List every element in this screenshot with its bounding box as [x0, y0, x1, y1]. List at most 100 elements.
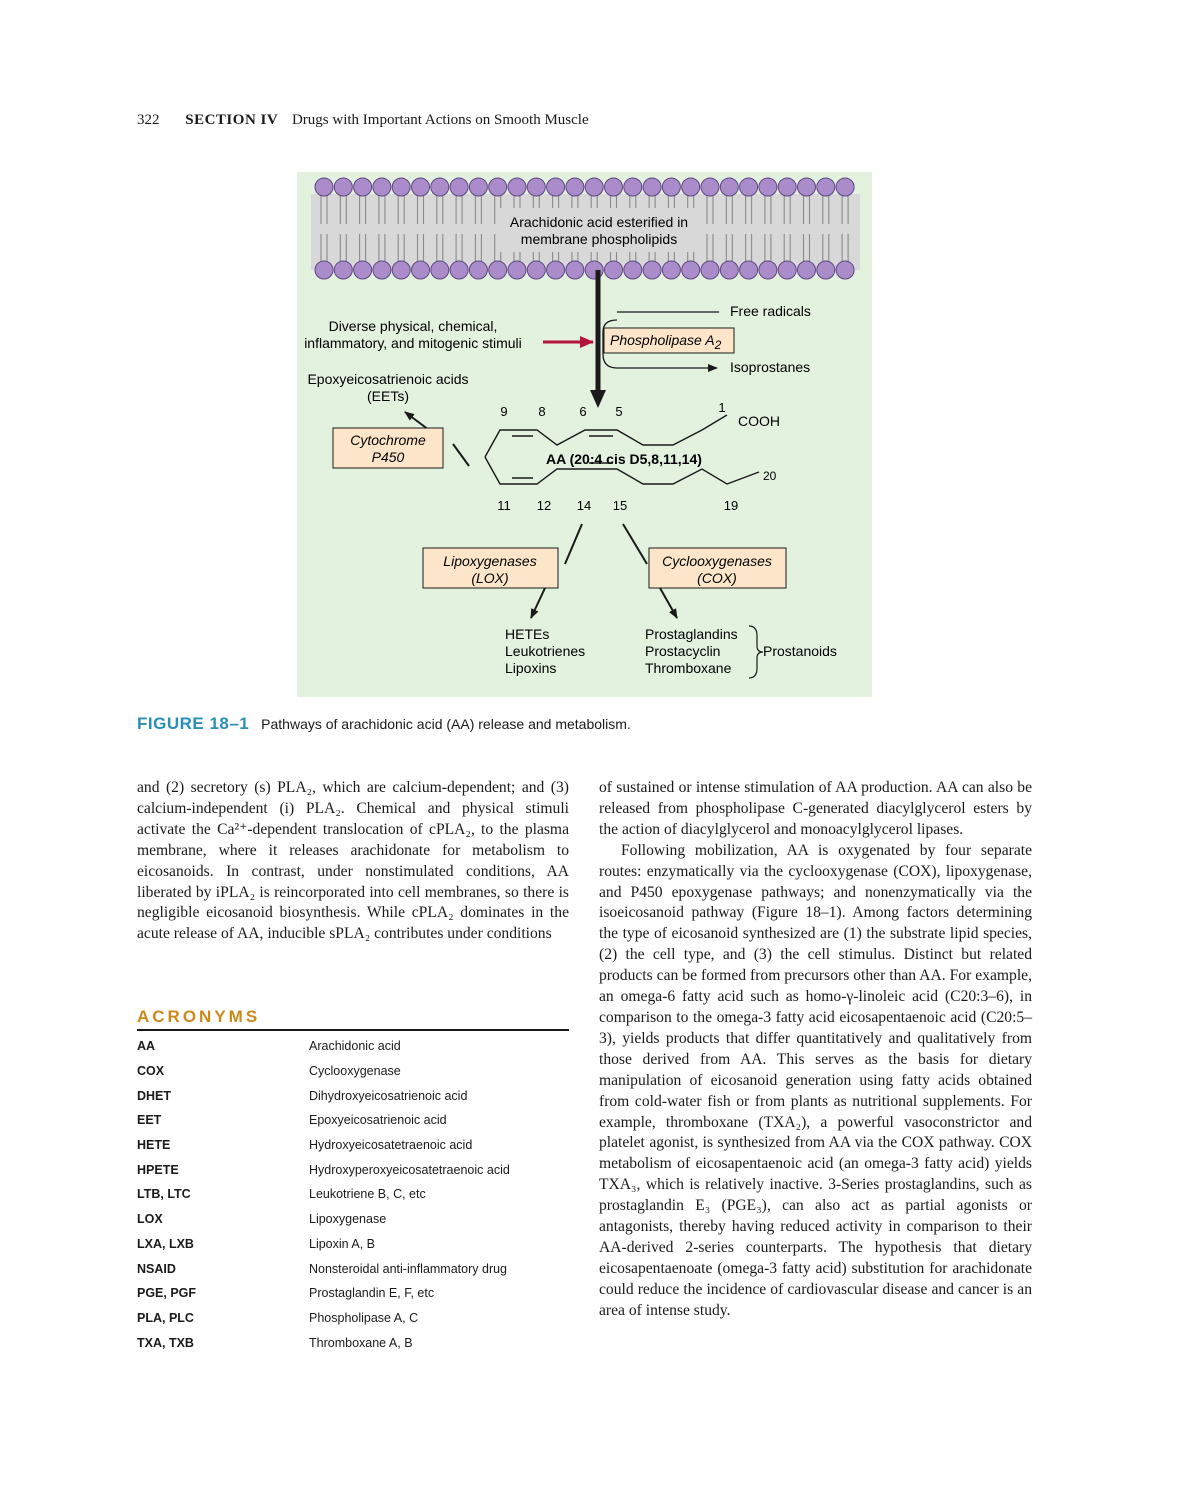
phospholipid-head	[758, 177, 778, 197]
phospholipid-head	[468, 177, 488, 197]
eets-label-2: (EETs)	[367, 388, 409, 404]
carbon-5: 5	[615, 404, 622, 419]
phospholipid-head	[739, 177, 759, 197]
phospholipid-head	[739, 260, 759, 280]
carbon-1: 1	[718, 400, 725, 415]
phospholipid-head	[623, 177, 643, 197]
phospholipid-head	[835, 260, 855, 280]
arachidonic-acid-structure	[484, 414, 760, 485]
acronym-abbr: COX	[137, 1064, 165, 1079]
figure-caption-text: Pathways of arachidonic acid (AA) releas…	[261, 716, 631, 732]
phospholipid-head	[642, 177, 662, 197]
carbon-12: 12	[537, 498, 551, 513]
acronym-definition: Lipoxin A, B	[309, 1236, 376, 1251]
carbon-15: 15	[613, 498, 627, 513]
prostacyclin-label: Prostacyclin	[645, 643, 720, 659]
acronym-definition: Arachidonic acid	[309, 1039, 401, 1054]
running-header: 322 SECTION IV Drugs with Important Acti…	[137, 112, 589, 129]
phospholipid-head	[430, 177, 450, 197]
acronym-abbr: PLA, PLC	[137, 1310, 194, 1325]
acronym-abbr: EET	[137, 1113, 162, 1128]
free-radicals-label: Free radicals	[730, 303, 811, 319]
carbon-11: 11	[497, 498, 511, 513]
phospholipid-head	[526, 177, 546, 197]
acronym-definition: Hydroxyeicosatetraenoic acid	[309, 1138, 473, 1153]
acronym-abbr: NSAID	[137, 1261, 176, 1276]
phospholipid-head	[623, 260, 643, 280]
cox-product-arrow	[659, 587, 678, 619]
figure-caption: FIGURE 18–1 Pathways of arachidonic acid…	[137, 714, 631, 734]
acronym-definition: Dihydroxyeicosatrienoic acid	[309, 1088, 468, 1103]
prostaglandins-label: Prostaglandins	[645, 626, 738, 642]
eets-label-1: Epoxyeicosatrienoic acids	[307, 371, 468, 387]
phospholipid-head	[449, 177, 469, 197]
phospholipid-head	[681, 177, 701, 197]
cooh-label: COOH	[738, 413, 780, 429]
membrane-label-2: membrane phospholipids	[521, 231, 677, 247]
acronym-abbr: LXA, LXB	[137, 1236, 194, 1251]
isoprostanes-label: Isoprostanes	[730, 359, 810, 375]
stimuli-label-1: Diverse physical, chemical,	[329, 318, 498, 334]
prostanoids-label: Prostanoids	[763, 643, 837, 659]
cox-label-2: (COX)	[697, 570, 737, 586]
isoprostanes-arrow	[602, 319, 718, 372]
acronym-abbr: LTB, LTC	[137, 1187, 191, 1202]
right-paragraph-1: of sustained or intense stimulation of A…	[599, 779, 1032, 838]
acronym-abbr: HPETE	[137, 1162, 179, 1177]
acronym-definition: Cyclooxygenase	[309, 1064, 401, 1079]
phospholipid-head	[604, 260, 623, 280]
phospholipid-head	[314, 177, 334, 197]
phospholipid-head	[546, 260, 566, 280]
phospholipid-head	[661, 177, 681, 197]
phospholipid-head	[333, 177, 353, 197]
acronym-abbr: HETE	[137, 1138, 171, 1153]
phospholipid-head	[681, 260, 701, 280]
phospholipid-head	[816, 260, 836, 280]
phospholipid-head	[661, 260, 681, 280]
thromboxane-label: Thromboxane	[645, 660, 732, 676]
acronym-row: HETE Hydroxyeicosatetraenoic acid	[137, 1133, 569, 1158]
left-paragraph: and (2) secretory (s) PLA₂, which are ca…	[137, 779, 569, 943]
figure-18-1: Arachidonic acid esterified in membrane …	[297, 172, 872, 697]
acronyms-title: ACRONYMS	[137, 1007, 261, 1026]
phospholipid-head	[468, 260, 488, 280]
carbon-6: 6	[579, 404, 586, 419]
phospholipid-head	[604, 177, 623, 197]
phospholipid-head	[565, 260, 585, 280]
cyclooxygenases-box	[648, 547, 787, 589]
phospholipid-head	[565, 177, 585, 197]
phospholipid-head	[353, 177, 373, 197]
carbon-19: 19	[724, 498, 738, 513]
phospholipid-head	[430, 260, 450, 280]
carbon-14: 14	[577, 498, 591, 513]
cytochrome-label-2: P450	[372, 449, 405, 465]
figure-number: FIGURE 18–1	[137, 714, 250, 733]
acronym-abbr: AA	[137, 1039, 156, 1054]
phospholipid-head	[584, 177, 604, 197]
cox-connector	[622, 523, 648, 565]
membrane-bilayer: Arachidonic acid esterified in membrane …	[311, 177, 860, 280]
right-paragraph-2: Following mobilization, AA is oxygenated…	[599, 841, 1032, 1319]
left-column: and (2) secretory (s) PLA₂, which are ca…	[137, 778, 569, 945]
acronym-definition: Lipoxygenase	[309, 1212, 387, 1227]
phospholipid-head	[488, 260, 508, 280]
acronym-row: LOX Lipoxygenase	[137, 1207, 569, 1232]
release-arrowhead	[590, 390, 606, 408]
phospholipid-head	[797, 260, 816, 280]
acronym-abbr: LOX	[137, 1212, 163, 1227]
phospholipid-head	[391, 177, 411, 197]
lox-product-arrow	[530, 587, 546, 619]
cytochrome-p450-box	[332, 427, 444, 469]
acronym-definition: Hydroxyperoxyeicosatetraenoic acid	[309, 1162, 510, 1177]
carbon-9: 9	[500, 404, 507, 419]
phospholipid-head	[777, 260, 797, 280]
acronym-definition: Prostaglandin E, F, etc	[309, 1286, 435, 1301]
prostanoids-brace	[748, 625, 764, 679]
cox-label-1: Cyclooxygenases	[662, 553, 772, 569]
phospholipid-head	[449, 260, 469, 280]
acronyms-rule	[137, 1029, 569, 1031]
